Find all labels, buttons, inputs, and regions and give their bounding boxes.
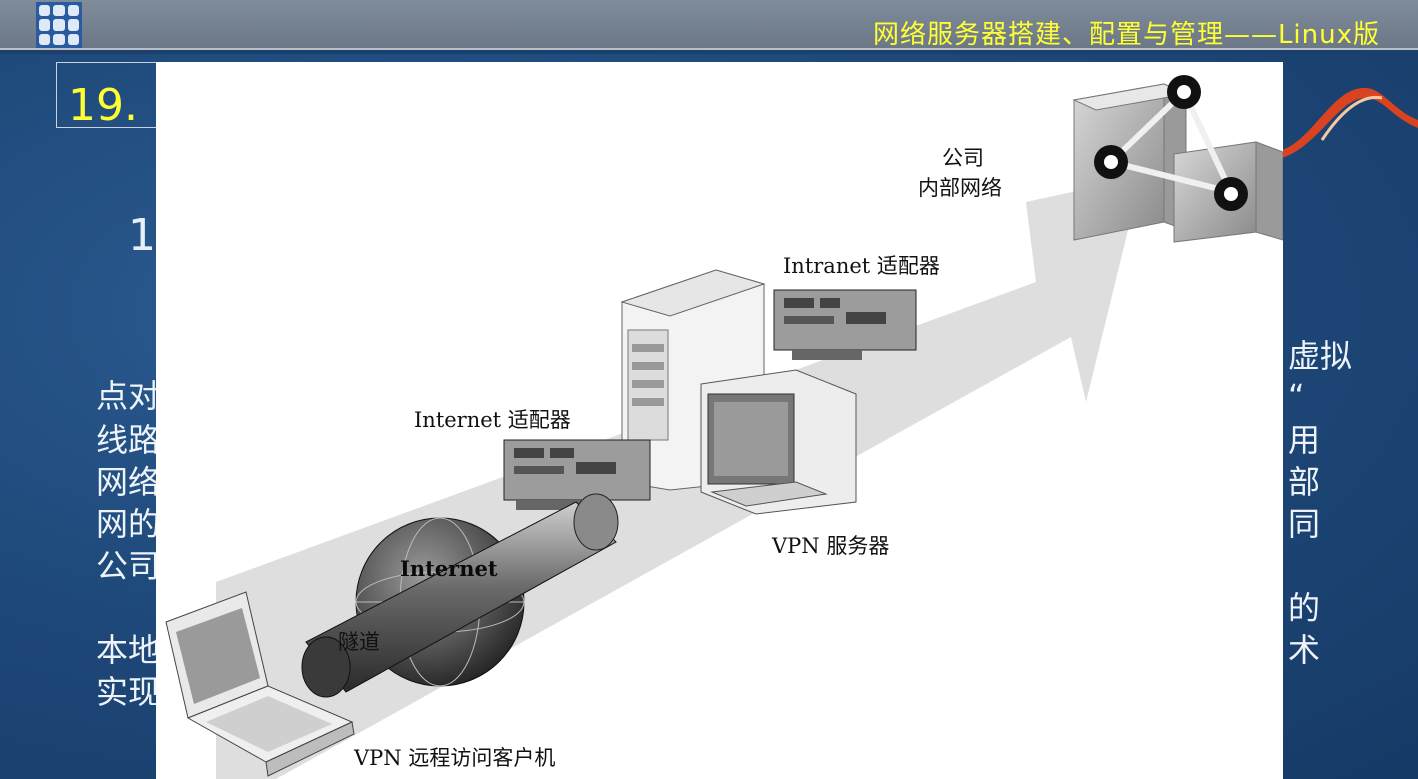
subheading-number: 1 (128, 210, 156, 261)
grid-menu-icon[interactable] (36, 2, 82, 48)
body-text-line: 本地 (96, 631, 161, 669)
vpn-server-label: VPN 服务器 (772, 534, 890, 558)
tunnel-label: 隧道 (338, 630, 380, 654)
corporate-network-label: 内部网络 (918, 176, 1002, 200)
body-text-line: 部 (1288, 463, 1321, 501)
intranet-adapter-icon (773, 289, 917, 360)
body-text-line: 实现 (96, 673, 161, 711)
body-text-line: 虚拟 (1288, 337, 1353, 375)
body-text-line: 的 (1288, 589, 1321, 627)
body-text-line: 用 (1288, 421, 1321, 459)
body-text-line: 术 (1288, 631, 1321, 669)
body-text-line: 网的 (96, 505, 161, 543)
body-text-line: 同 (1288, 505, 1321, 543)
tunnel-icon (301, 493, 619, 698)
internet-adapter-icon (503, 439, 651, 510)
corporate-network-label: 公司 (942, 146, 984, 170)
swoosh-decoration-icon (1282, 87, 1418, 158)
corporate-network-icon (1072, 75, 1283, 243)
vpn-diagram: 公司 内部网络 Intranet 适配器 Internet 适配器 VPN 服务… (156, 62, 1283, 779)
internet-label: Internet (400, 556, 498, 581)
body-text-line: 公司 (96, 547, 161, 585)
internet-adapter-label: Internet 适配器 (414, 408, 571, 432)
body-text-line: 点对 (96, 377, 161, 415)
top-bar (0, 0, 1418, 54)
vpn-client-laptop-icon (165, 591, 355, 777)
body-text-line: 网络 (96, 463, 161, 501)
top-bar-divider (0, 48, 1418, 50)
body-text-line: 线路 (96, 421, 161, 459)
header-title: 网络服务器搭建、配置与管理——Linux版 (872, 20, 1380, 50)
monitor-icon (700, 369, 857, 515)
body-text-line: “ (1288, 377, 1305, 415)
vpn-client-label: VPN 远程访问客户机 (354, 746, 556, 770)
intranet-adapter-label: Intranet 适配器 (783, 254, 940, 278)
